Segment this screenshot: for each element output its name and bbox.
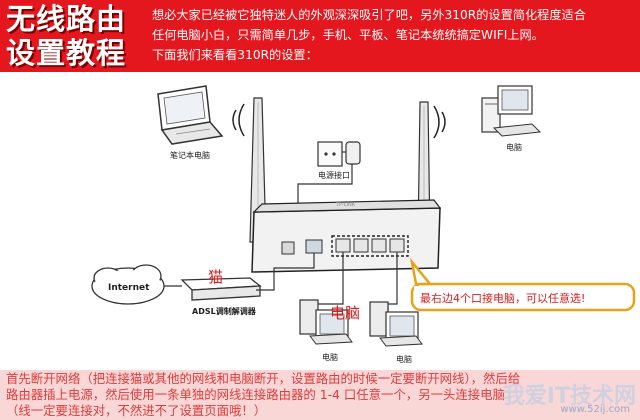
instruction-panel: 首先断开网络（把连接猫或其他的网线和电脑断开，设置路由的时候一定要断开网线），然… <box>0 370 640 420</box>
wireless-router-icon: TP-LINK <box>251 199 442 273</box>
banner-text-line2: 任何电脑小白，只需简单几步，手机、平板、笔记本统统搞定WIFI上网。 <box>152 28 544 42</box>
pc-tag: 电脑 <box>330 304 360 322</box>
power-outlet-label: 电源接口 <box>318 170 350 180</box>
router-connection-diagram: 笔记本电脑 电脑 电源接口 TP-LINK <box>91 85 636 364</box>
wifi-signal-left-icon <box>232 103 245 137</box>
banner-intro-text: 想必大家已经被它独特迷人的外观深深吸引了吧，另外310R的设置简化程度适合 任何… <box>152 5 636 65</box>
power-outlet-icon <box>317 141 361 167</box>
desktop-computer-pc1-icon <box>299 299 353 345</box>
adsl-modem-icon <box>180 277 262 301</box>
laptop-icon <box>157 85 224 145</box>
laptop-label: 笔记本电脑 <box>170 150 210 160</box>
banner-text-line3: 下面我们来看看310R的设置： <box>152 48 318 62</box>
internet-cloud-icon <box>91 264 165 305</box>
modem-tag: 猫 <box>208 268 223 286</box>
title-banner: 无线路由 设置教程 想必大家已经被它独特迷人的外观深深吸引了吧，另外310R的设… <box>0 0 640 72</box>
internet-label: Internet <box>108 283 150 293</box>
instruction-text: 首先断开网络（把连接猫或其他的网线和电脑断开，设置路由的时候一定要断开网线），然… <box>6 371 566 419</box>
lan-ports-callout <box>409 257 636 312</box>
banner-title-line2: 设置教程 <box>6 36 127 70</box>
instruction-line1: 首先断开网络（把连接猫或其他的网线和电脑断开，设置路由的时候一定要断开网线），然… <box>6 371 521 386</box>
banner-title-line1: 无线路由 <box>6 2 127 36</box>
pc1-label: 电脑 <box>322 352 338 362</box>
svg-text:TP-LINK: TP-LINK <box>335 202 356 208</box>
desktop-top-label: 电脑 <box>506 142 522 152</box>
modem-label: ADSL调制解调器 <box>192 306 257 316</box>
desktop-computer-pc2-icon <box>369 301 423 347</box>
wifi-signal-right-icon <box>433 105 446 139</box>
banner-title: 无线路由 设置教程 <box>6 2 146 70</box>
instruction-line3: （线一定要连接对，不然进不了设置页面哦！） <box>6 403 267 418</box>
instruction-line2: 路由器插上电源，然后使用一条单独的网线连接路由器的 1-4 口任意一个，另一头连… <box>6 387 505 402</box>
banner-text-line1: 想必大家已经被它独特迷人的外观深深吸引了吧，另外310R的设置简化程度适合 <box>152 8 586 22</box>
site-watermark-url: www.52ij.com <box>560 404 630 415</box>
site-watermark: 我爱IT技术网 <box>502 384 636 409</box>
pc2-label: 电脑 <box>396 354 412 364</box>
desktop-computer-icon <box>481 85 542 137</box>
callout-text: 最右边4个口接电脑，可以任意选! <box>420 291 585 305</box>
